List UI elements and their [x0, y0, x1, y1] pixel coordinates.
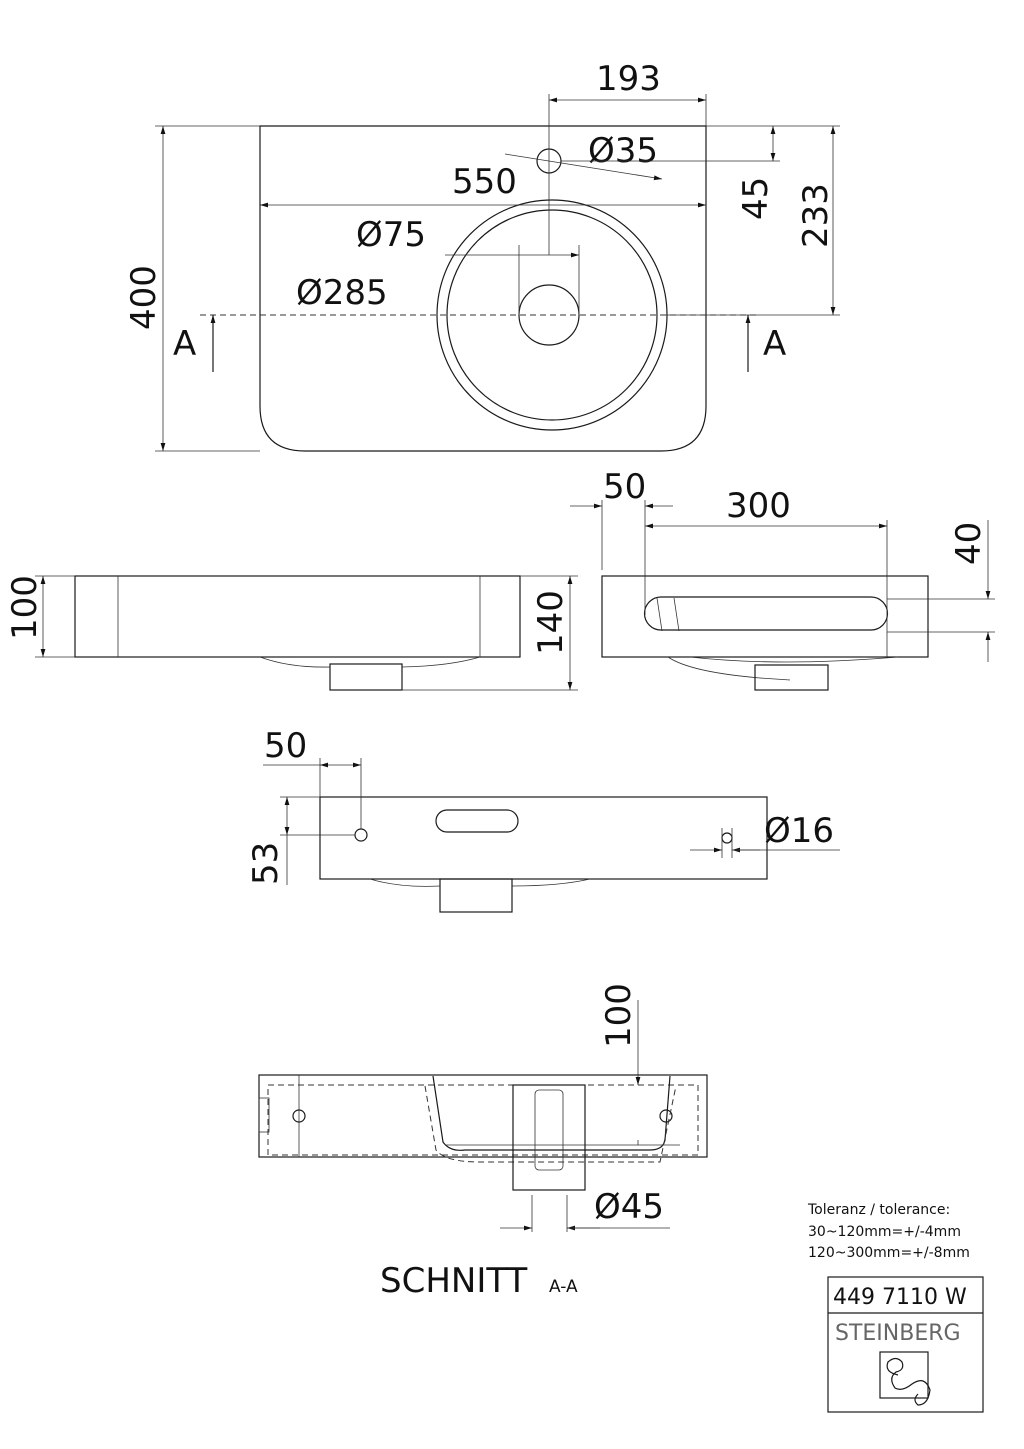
tolerance-note: Toleranz / tolerance: 30~120mm=+/-4mm 12… [807, 1202, 970, 1261]
dim-193: 193 [596, 59, 661, 99]
front-view: 100 140 [5, 575, 578, 691]
dim-slot-300: 300 [726, 486, 791, 526]
dim-drain: Ø75 [356, 215, 426, 255]
title-block: 449 7110 W STEINBERG [827, 1276, 984, 1413]
article-number: 449 7110 W [833, 1285, 967, 1310]
dim-overflow: Ø16 [764, 811, 834, 851]
top-view: 193 Ø35 550 Ø75 Ø285 400 45 233 A A [124, 59, 840, 452]
dim-section-100: 100 [599, 983, 639, 1048]
dim-waste: Ø45 [594, 1187, 664, 1227]
section-view: 100 Ø45 SCHNITT A-A [258, 983, 708, 1301]
dim-back-50: 50 [264, 726, 307, 766]
section-title-suffix: A-A [549, 1277, 578, 1297]
brand-name: STEINBERG [835, 1321, 961, 1346]
dim-front-100: 100 [5, 575, 45, 640]
dim-tap-hole: Ø35 [588, 131, 658, 171]
back-view: 50 53 Ø16 [246, 726, 840, 913]
dim-550: 550 [452, 162, 517, 202]
section-mark-left: A [173, 324, 196, 364]
side-view: 50 300 40 [570, 467, 995, 691]
bowl-inner [446, 209, 658, 421]
steinberg-logo-icon [879, 1351, 931, 1406]
dim-233: 233 [796, 183, 836, 248]
dim-side-50: 50 [603, 467, 646, 507]
dim-45: 45 [736, 177, 776, 220]
section-mark-right: A [763, 324, 786, 364]
dim-front-140: 140 [531, 590, 571, 655]
tolerance-line-2: 120~300mm=+/-8mm [808, 1245, 970, 1261]
section-title: SCHNITT [380, 1261, 528, 1301]
dim-bowl: Ø285 [296, 273, 388, 313]
tolerance-line-1: 30~120mm=+/-4mm [808, 1224, 961, 1240]
tolerance-heading: Toleranz / tolerance: [807, 1202, 950, 1218]
dim-back-53: 53 [246, 842, 286, 885]
basin-outline [259, 125, 707, 452]
dim-slot-40: 40 [949, 522, 989, 565]
dim-400: 400 [124, 265, 164, 330]
